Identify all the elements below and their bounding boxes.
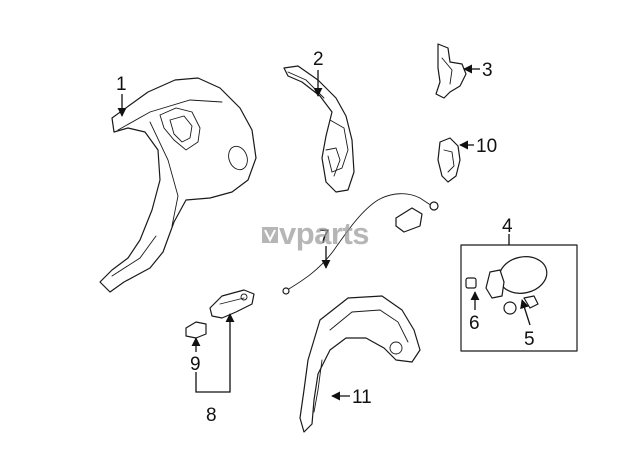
quarter-panel-part[interactable] bbox=[99, 77, 257, 293]
wheelhouse-liner-part[interactable] bbox=[299, 295, 421, 433]
callout-5: 5 bbox=[524, 329, 535, 350]
release-cable-part[interactable] bbox=[282, 193, 439, 295]
callout-9: 9 bbox=[190, 354, 201, 375]
bracket-part-3[interactable] bbox=[435, 43, 467, 99]
callout-4: 4 bbox=[502, 216, 513, 237]
callout-8: 8 bbox=[206, 405, 217, 426]
callout-6: 6 bbox=[469, 313, 480, 334]
bumper-part[interactable] bbox=[185, 321, 207, 339]
watermark-text: vparts bbox=[279, 216, 369, 251]
fuel-door-assembly-box bbox=[460, 244, 578, 352]
leader-5 bbox=[520, 299, 531, 326]
bracket-part-10[interactable] bbox=[437, 137, 461, 183]
callout-7: 7 bbox=[319, 227, 330, 248]
callout-2: 2 bbox=[313, 49, 324, 70]
watermark-logo: vparts bbox=[262, 216, 370, 251]
inner-panel-part[interactable] bbox=[283, 65, 355, 193]
callout-3: 3 bbox=[482, 60, 493, 81]
leader-8 bbox=[195, 313, 235, 393]
callout-11: 11 bbox=[352, 387, 372, 408]
callout-1: 1 bbox=[116, 74, 127, 95]
callout-10: 10 bbox=[476, 136, 497, 157]
hinge-part[interactable] bbox=[209, 289, 255, 319]
